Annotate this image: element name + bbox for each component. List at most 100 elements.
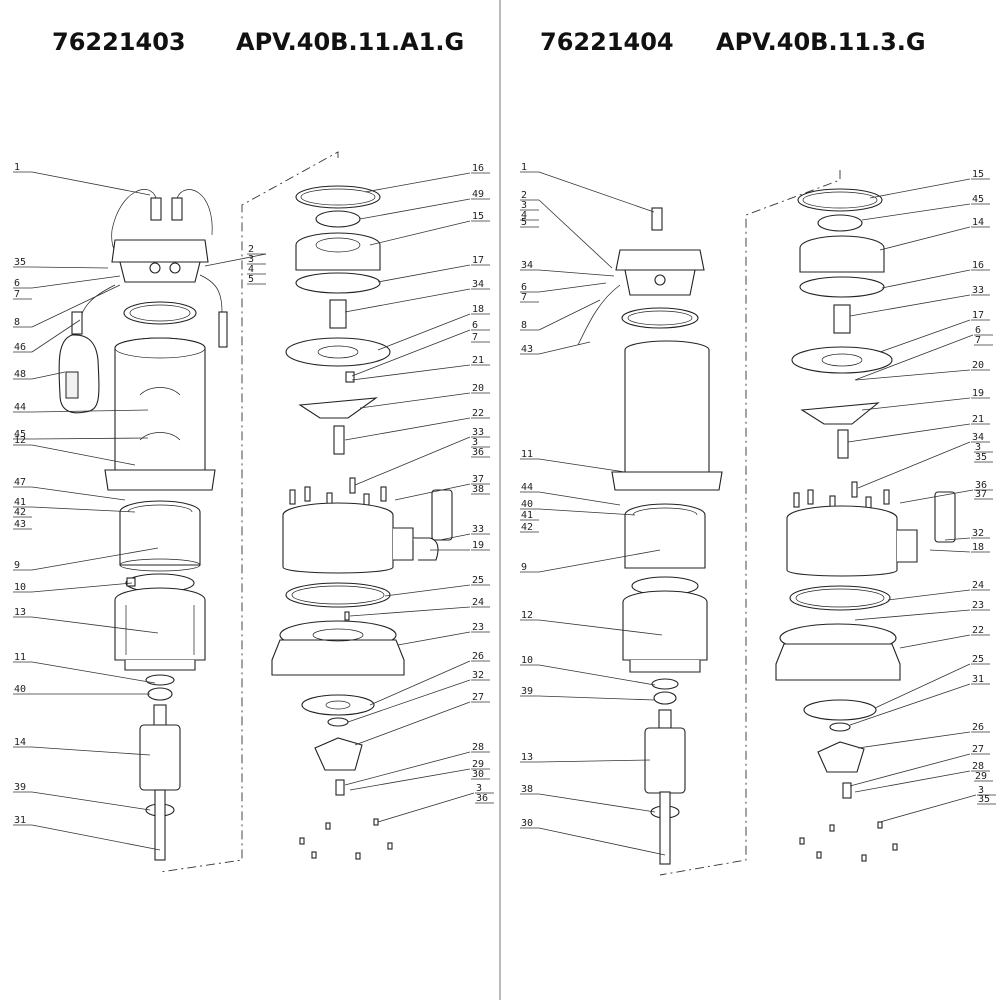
callout-label: 9 (14, 560, 20, 571)
oil-chamber-cover (799, 248, 885, 273)
callout-label: 41 (521, 510, 533, 521)
callout-label: 39 (521, 686, 533, 697)
callout-label: 19 (472, 540, 484, 551)
float-switch (58, 334, 100, 414)
leader-line (854, 609, 971, 621)
callout-label: 1 (521, 162, 527, 173)
leader-line (31, 824, 161, 851)
callout-label: 43 (14, 519, 26, 530)
oil-chamber-cover (295, 245, 381, 271)
callout-label: 29 (472, 759, 484, 770)
right-code: 76221404 (540, 28, 674, 56)
leader-line (31, 746, 151, 756)
callout-label: 27 (472, 692, 484, 703)
impeller (817, 741, 865, 773)
leader-line (854, 334, 974, 381)
callout-label: 14 (14, 737, 26, 748)
leader-line (369, 660, 471, 706)
pump-body (282, 515, 394, 574)
callout-label: 36 (476, 793, 488, 804)
callout-label: 41 (14, 497, 26, 508)
discharge-elbow (431, 489, 453, 541)
leader-line (31, 444, 136, 466)
leader-line (344, 751, 471, 786)
leader-line (538, 695, 656, 701)
callout-label: 33 (972, 285, 984, 296)
callout-label: 44 (521, 482, 533, 493)
callout-label: 10 (14, 582, 26, 593)
leader-line (31, 171, 151, 196)
left-model: APV.40B.11.A1.G (236, 28, 464, 56)
left-pump-assembly (58, 151, 453, 873)
leader-line (538, 341, 591, 355)
leader-line (881, 269, 971, 289)
callout-label: 10 (521, 655, 533, 666)
callout-label: 21 (472, 355, 484, 366)
leader-line (538, 508, 636, 516)
leader-line (349, 606, 471, 617)
motor-housing (624, 350, 710, 473)
callout-label: 48 (14, 369, 26, 380)
discharge-elbow (934, 491, 956, 543)
callout-label: 42 (14, 507, 26, 518)
leader-line (857, 441, 971, 489)
callout-label: 43 (521, 344, 533, 355)
leader-line (538, 827, 666, 856)
callout-label: 33 (472, 427, 484, 438)
callout-label: 9 (521, 562, 527, 573)
leader-line (351, 329, 471, 377)
leader-line (31, 547, 159, 571)
leader-line (861, 203, 971, 221)
right-callouts: 1234534678431144404142912103913383015451… (520, 162, 996, 856)
callout-label: 28 (972, 761, 984, 772)
callout-label: 38 (472, 484, 484, 495)
callout-label: 35 (978, 794, 990, 805)
callout-label: 5 (521, 217, 527, 228)
callout-label: 28 (472, 742, 484, 753)
leader-line (31, 582, 133, 593)
leader-line (879, 794, 977, 823)
callout-label: 15 (472, 211, 484, 222)
leader-line (351, 364, 471, 381)
callout-label: 30 (472, 769, 484, 780)
leader-line (354, 436, 471, 486)
cable-gland (150, 197, 162, 221)
motor-housing (114, 348, 206, 471)
callout-label: 19 (972, 388, 984, 399)
callout-label: 34 (472, 279, 484, 290)
callout-label: 36 (975, 480, 987, 491)
pump-base (775, 643, 901, 681)
callout-label: 6 (472, 320, 478, 331)
callout-label: 4 (521, 210, 527, 221)
callout-label: 3 (975, 442, 981, 453)
leader-line (879, 319, 971, 353)
callout-label: 3 (472, 437, 478, 448)
leader-line (879, 226, 971, 251)
leader-line (538, 458, 626, 473)
callout-label: 7 (521, 292, 527, 303)
leader-line (31, 284, 121, 328)
callout-label: 2 (248, 244, 254, 255)
leader-line (384, 584, 471, 597)
callout-label: 40 (521, 499, 533, 510)
leader-line (538, 171, 655, 213)
callout-label: 8 (521, 320, 527, 331)
callout-label: 14 (972, 217, 984, 228)
leader-line (439, 533, 471, 541)
callout-label: 26 (972, 722, 984, 733)
callout-label: 3 (521, 200, 527, 211)
leader-line (364, 172, 471, 193)
leader-line (538, 269, 615, 277)
leader-line (944, 537, 971, 541)
leader-line (31, 266, 109, 269)
impeller-plate (298, 397, 378, 419)
callout-label: 46 (14, 342, 26, 353)
leader-line (31, 437, 149, 440)
leader-line (538, 282, 607, 293)
callout-label: 25 (472, 575, 484, 586)
callout-label: 21 (972, 414, 984, 425)
leader-line (849, 294, 971, 317)
leader-line (31, 275, 121, 289)
callout-label: 12 (14, 435, 26, 446)
callout-label: 23 (472, 622, 484, 633)
